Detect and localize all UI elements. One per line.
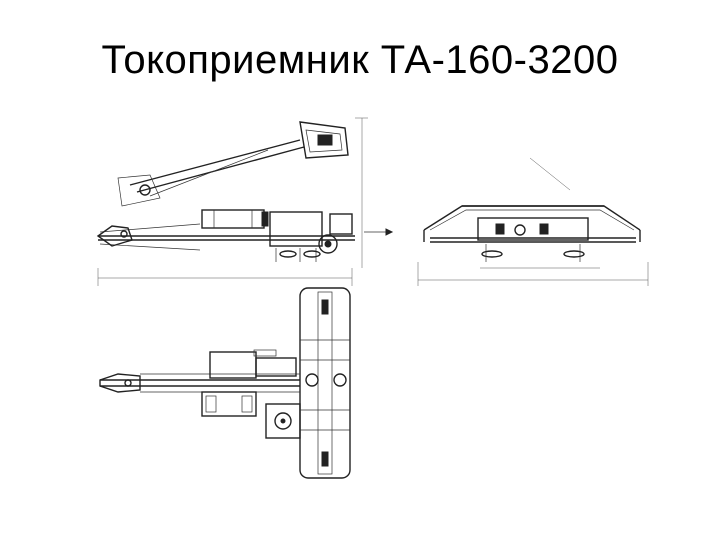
front-view-drawing — [417, 157, 649, 286]
side-view-drawing — [96, 117, 394, 286]
top-view-drawing — [99, 287, 351, 479]
slide-title: Токоприемник ТА-160-3200 — [101, 38, 619, 82]
